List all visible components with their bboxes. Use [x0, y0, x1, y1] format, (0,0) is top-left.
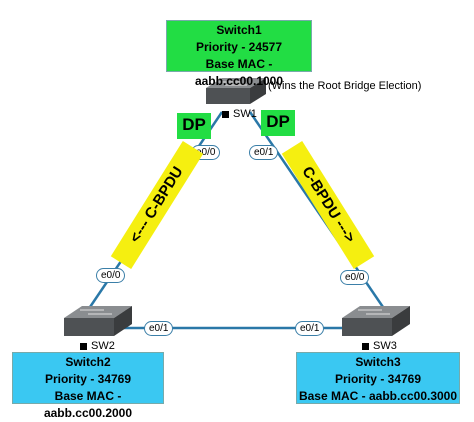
port-sw3-top: e0/0	[340, 270, 370, 285]
switch2-title: Switch2	[65, 355, 111, 369]
port-sw1-right: e0/1	[249, 145, 279, 160]
switch2-priority: Priority - 34769	[44, 372, 132, 386]
port-sw3-left: e0/1	[295, 321, 325, 336]
switch1-mac: Base MAC - aabb.cc00.1000	[194, 57, 284, 88]
sw2-label-text: SW2	[91, 340, 115, 352]
sw3-label-text: SW3	[373, 340, 397, 352]
sw1-square-icon	[222, 110, 229, 118]
switch1-title: Switch1	[216, 23, 262, 37]
sw1-label-text: SW1	[233, 108, 257, 120]
switch-icon-sw1	[206, 78, 266, 104]
switch3-title: Switch3	[355, 355, 401, 369]
port-sw2-right: e0/1	[144, 321, 174, 336]
switch1-info-box: Switch1 Priority - 24577 Base MAC - aabb…	[166, 20, 312, 88]
switch2-mac: Base MAC - aabb.cc00.2000	[43, 389, 133, 420]
sw3-label: SW3	[362, 340, 397, 352]
switch3-mac: Base MAC - aabb.cc00.3000	[298, 389, 458, 403]
sw3-square-icon	[362, 342, 369, 350]
switch-icon-sw3	[342, 306, 410, 336]
port-sw2-top: e0/0	[96, 268, 126, 283]
root-bridge-note: (Wins the Root Bridge Election)	[268, 80, 422, 92]
switch2-info-box: Switch2 Priority - 34769 Base MAC - aabb…	[12, 352, 164, 420]
switch-icon-sw2	[64, 306, 132, 336]
dp-right-badge: DP	[261, 110, 295, 136]
switch1-priority: Priority - 24577	[195, 40, 283, 54]
switch3-info-box: Switch3 Priority - 34769 Base MAC - aabb…	[296, 352, 460, 404]
sw2-label: SW2	[80, 340, 115, 352]
sw1-label: SW1	[222, 108, 257, 120]
dp-left-badge: DP	[177, 113, 211, 139]
sw2-square-icon	[80, 342, 87, 350]
switch3-priority: Priority - 34769	[334, 372, 422, 386]
